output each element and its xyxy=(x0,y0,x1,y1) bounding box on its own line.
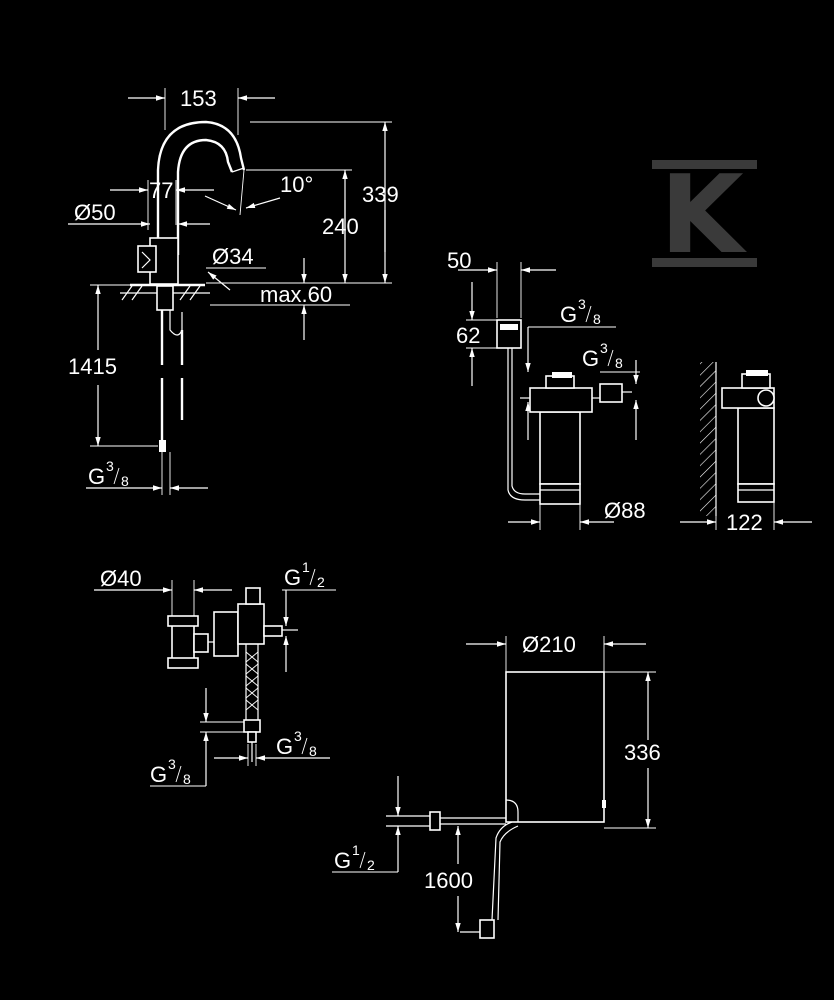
boiler-height-label: 336 xyxy=(624,740,661,765)
svg-text:8: 8 xyxy=(183,771,191,787)
max-thickness-label: max.60 xyxy=(260,282,332,307)
filter-outlet-label: G 3 8 xyxy=(582,340,623,371)
svg-text:3: 3 xyxy=(600,340,608,356)
filter-head-height-label: 62 xyxy=(456,323,480,348)
svg-text:2: 2 xyxy=(367,857,375,873)
svg-text:G: G xyxy=(334,848,351,873)
filter-drawing: 50 62 G 3 8 G 3 8 Ø88 xyxy=(447,248,646,530)
svg-text:G: G xyxy=(560,302,577,327)
body-diameter-label: Ø50 xyxy=(74,200,116,225)
filter-head-width-label: 50 xyxy=(447,248,471,273)
valve-top-thread-label: G 1 2 xyxy=(284,559,325,590)
total-height-label: 339 xyxy=(362,182,399,207)
logo-letter: K xyxy=(660,153,747,278)
filter-side-view: 122 xyxy=(680,362,812,535)
svg-text:G: G xyxy=(276,734,293,759)
svg-text:3: 3 xyxy=(294,728,302,744)
spout-angle-label: 10° xyxy=(280,172,313,197)
boiler-drawing: Ø210 336 G 1 2 1600 xyxy=(332,632,661,939)
filter-inlet-label: G 3 8 xyxy=(560,296,601,327)
hole-diameter-label: Ø34 xyxy=(212,244,254,269)
spout-height-label: 240 xyxy=(322,214,359,239)
filter-diameter-label: Ø88 xyxy=(604,498,646,523)
valve-drawing: Ø40 G 1 2 G 3 8 G 3 8 xyxy=(94,559,336,787)
faucet-connection-label: G 3 8 xyxy=(88,458,129,489)
svg-text:8: 8 xyxy=(309,743,317,759)
svg-text:8: 8 xyxy=(593,311,601,327)
boiler-diameter-label: Ø210 xyxy=(522,632,576,657)
svg-text:3: 3 xyxy=(168,756,176,772)
svg-text:G: G xyxy=(150,762,167,787)
faucet-drawing: 153 77 Ø50 10° 339 240 Ø34 max. xyxy=(68,86,399,495)
svg-text:G: G xyxy=(284,565,301,590)
svg-text:2: 2 xyxy=(317,574,325,590)
svg-text:8: 8 xyxy=(121,473,129,489)
svg-text:G: G xyxy=(88,464,105,489)
hose-length-label: 1415 xyxy=(68,354,117,379)
svg-text:1: 1 xyxy=(302,559,310,575)
brand-logo: K xyxy=(652,153,757,278)
spout-reach-label: 77 xyxy=(149,178,173,203)
svg-text:G: G xyxy=(582,346,599,371)
svg-text:3: 3 xyxy=(578,296,586,312)
svg-text:3: 3 xyxy=(106,458,114,474)
boiler-thread-label: G 1 2 xyxy=(334,842,375,873)
valve-side-thread-label: G 3 8 xyxy=(276,728,317,759)
wall-distance-label: 122 xyxy=(726,510,763,535)
cable-length-label: 1600 xyxy=(424,868,473,893)
faucet-width-label: 153 xyxy=(180,86,217,111)
svg-text:8: 8 xyxy=(615,355,623,371)
valve-bottom-thread-label: G 3 8 xyxy=(150,756,191,787)
valve-diameter-label: Ø40 xyxy=(100,566,142,591)
svg-text:1: 1 xyxy=(352,842,360,858)
